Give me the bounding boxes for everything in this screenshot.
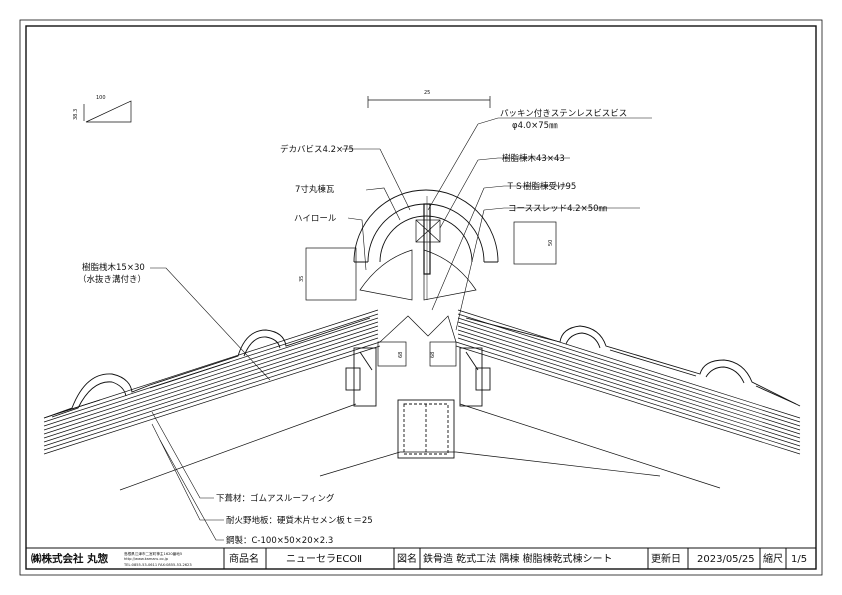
dim-post-left: 68 <box>398 352 404 358</box>
company-tel: TEL:0855-53-0611 FAX:0855-53-2623 <box>123 563 192 567</box>
scale-label: 縮尺 <box>763 552 783 565</box>
dim-post-right: 68 <box>430 352 436 358</box>
slope-triangle <box>85 100 132 123</box>
label-sheathing: 耐火野地板：硬質木片セメン板ｔ＝25 <box>226 515 373 526</box>
inner-border <box>25 25 817 570</box>
dim-scale-run: 100 <box>96 95 106 101</box>
company-name: ㈱株式会社 丸惣 <box>31 552 109 565</box>
label-resin-ridge-beam: 樹脂棟木43×43 <box>502 153 565 164</box>
dim-box-right <box>513 221 557 265</box>
dim-top-width: 25 <box>424 90 430 96</box>
updated-label: 更新日 <box>651 552 681 565</box>
label-ridge-tile: 7寸丸棟瓦 <box>295 184 335 195</box>
roof-tiles-left <box>43 317 371 419</box>
label-dekaba-screw: デカバビス4.2×75 <box>280 144 354 155</box>
label-ts-receiver: ＴＳ樹脂棟受け95 <box>506 181 576 192</box>
label-resin-batten-note: （水抜き溝付き） <box>78 274 146 285</box>
ridge-post <box>397 399 455 459</box>
company-url: http://www.kamaru.co.jp <box>124 557 169 561</box>
roof-tiles-right <box>465 317 801 407</box>
roof-layers-right <box>455 309 801 455</box>
dim-box-left <box>305 247 357 301</box>
label-underlay: 下葺材：ゴムアスルーフィング <box>216 493 335 504</box>
label-packing-screw: パッキン付きステンレスビスビス <box>500 108 627 119</box>
updated-date: 2023/05/25 <box>697 554 755 565</box>
product-label: 商品名 <box>229 552 259 565</box>
product-name: ニューセラECOⅡ <box>286 553 362 565</box>
label-packing-screw-size: φ4.0×75㎜ <box>512 121 558 131</box>
label-resin-batten: 樹脂桟木15×30 <box>82 262 145 273</box>
ridge-tile <box>353 189 499 263</box>
label-steel: 鋼製：C-100×50×20×2.3 <box>226 535 333 546</box>
company-address: 島根県江津市二宮町神主1620番地5 <box>124 551 182 556</box>
drawing-label: 図名 <box>397 552 417 565</box>
title-block <box>25 547 817 570</box>
leader-lines <box>150 117 652 541</box>
label-hi-roll: ハイロール <box>294 214 337 224</box>
scale-value: 1/5 <box>791 554 807 565</box>
steel-purlins <box>345 347 491 407</box>
dim-right-box: 50 <box>548 240 554 246</box>
label-coarse-thread: コーススレッド4.2×50㎜ <box>508 204 608 214</box>
outer-border <box>19 19 823 576</box>
roof-section-drawing <box>43 96 801 491</box>
dim-scale-rise: 38.3 <box>73 109 79 120</box>
drawing-name: 鉄骨造 乾式工法 隅棟 樹脂棟乾式棟シート <box>423 552 613 565</box>
dim-left-height: 35 <box>299 276 305 282</box>
resin-ridge-beam <box>415 219 441 243</box>
